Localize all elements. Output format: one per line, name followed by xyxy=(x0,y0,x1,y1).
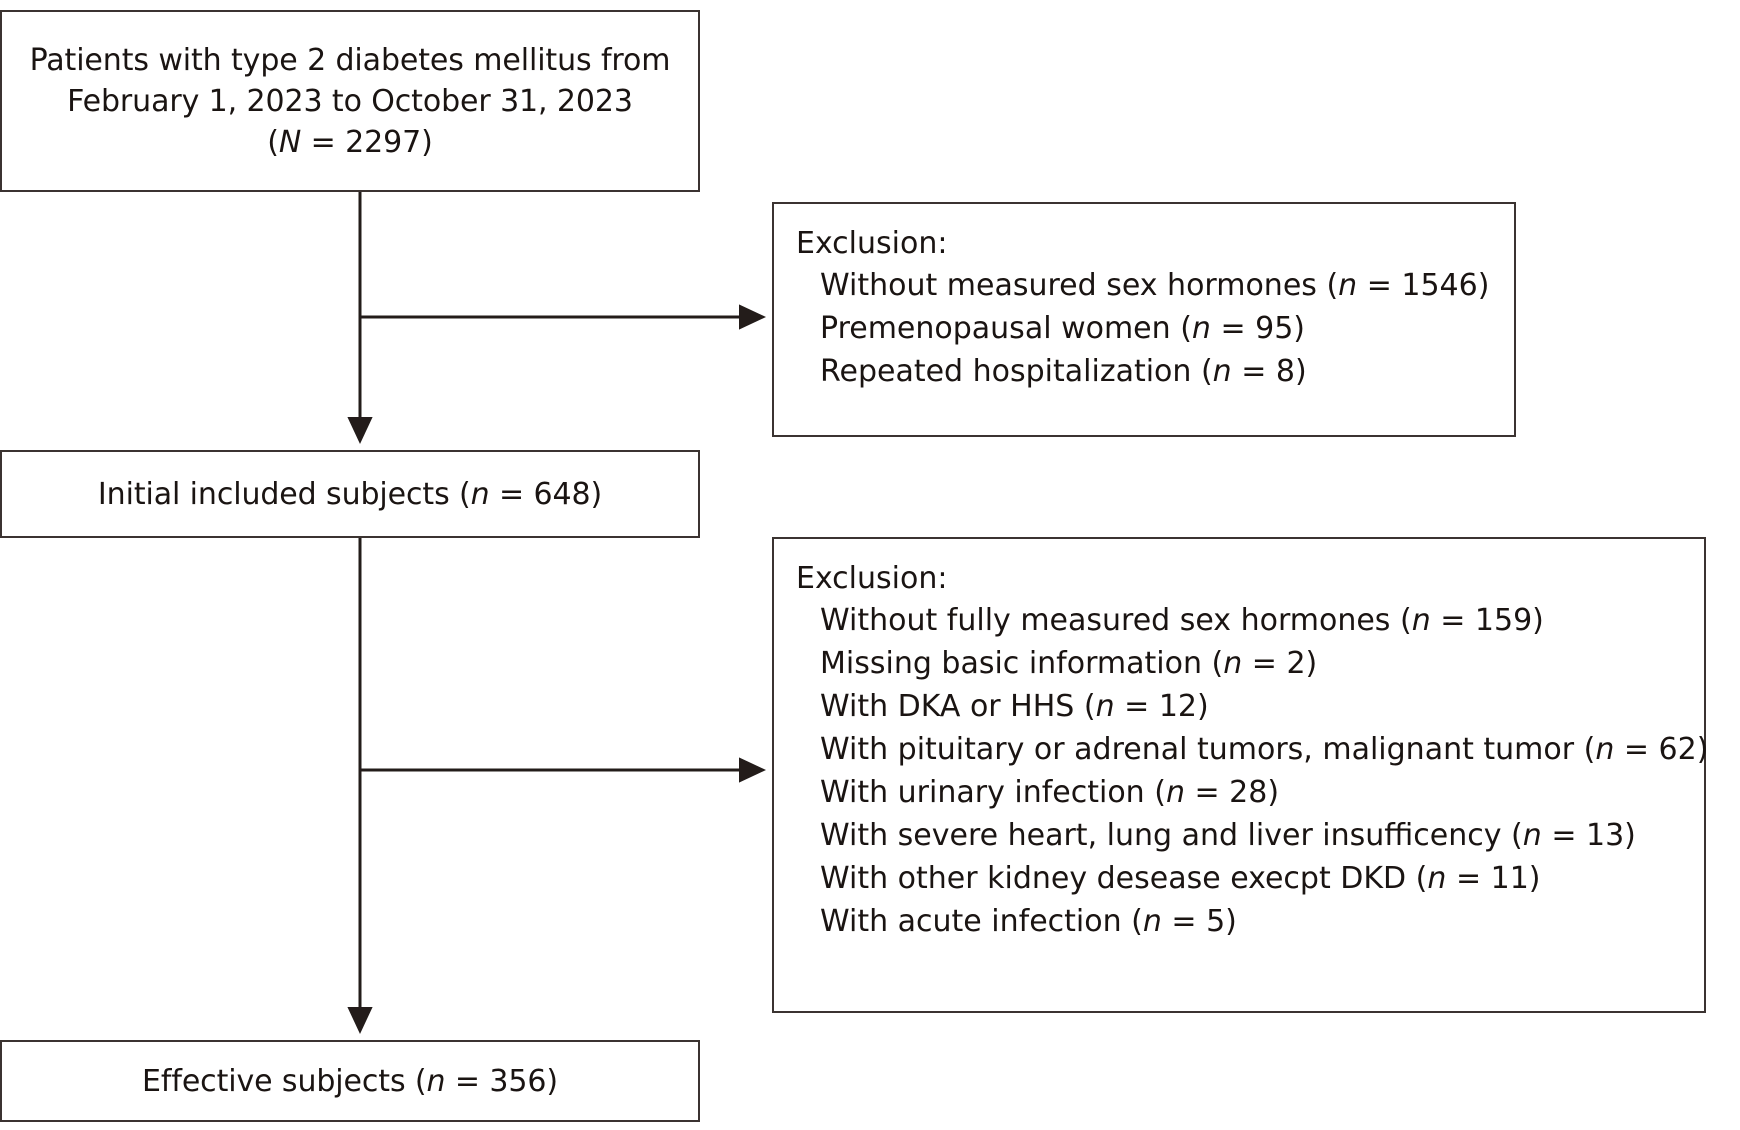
effective-subjects-text: Effective subjects ( xyxy=(142,1063,427,1099)
exclusion-2-item-symbol: n xyxy=(1427,861,1447,896)
source-cohort-line-1: Patients with type 2 diabetes mellitus f… xyxy=(29,42,671,78)
exclusion-2-item-text: With pituitary or adrenal tumors, malign… xyxy=(820,732,1596,767)
exclusion-2-item-value: = 2) xyxy=(1242,646,1318,681)
exclusion-2-item-text: Without fully measured sex hormones ( xyxy=(820,603,1412,638)
source-cohort-count-value: = 2297) xyxy=(301,124,433,160)
exclusion-2-item-value: = 62) xyxy=(1614,732,1709,767)
exclusion-1-item: Repeated hospitalization (n = 8) xyxy=(820,350,1498,393)
exclusion-2-item-symbol: n xyxy=(1142,904,1162,939)
exclusion-1-item-text: Without measured sex hormones ( xyxy=(820,268,1339,303)
exclusion-box-1: Exclusion: Without measured sex hormones… xyxy=(772,202,1516,437)
exclusion-2-item-value: = 12) xyxy=(1114,689,1209,724)
initial-included-value: = 648) xyxy=(489,476,603,512)
source-cohort-line-2: February 1, 2023 to October 31, 2023 xyxy=(67,83,633,119)
effective-subjects-box: Effective subjects (n = 356) xyxy=(0,1040,700,1122)
exclusion-2-item-symbol: n xyxy=(1522,818,1542,853)
exclusion-2-item-text: With acute infection ( xyxy=(820,904,1143,939)
source-cohort-count: (N = 2297) xyxy=(267,122,433,163)
exclusion-2-item: Without fully measured sex hormones (n =… xyxy=(820,599,1688,642)
exclusion-1-item-symbol: n xyxy=(1338,268,1358,303)
source-cohort-box: Patients with type 2 diabetes mellitus f… xyxy=(0,10,700,192)
exclusion-2-item-symbol: n xyxy=(1411,603,1431,638)
exclusion-2-item: With acute infection (n = 5) xyxy=(820,900,1688,943)
exclusion-2-item-value: = 159) xyxy=(1430,603,1544,638)
exclusion-2-heading: Exclusion: xyxy=(796,561,948,596)
effective-subjects-symbol: n xyxy=(426,1063,446,1099)
exclusion-box-2: Exclusion: Without fully measured sex ho… xyxy=(772,537,1708,1013)
initial-included-box: Initial included subjects (n = 648) xyxy=(0,450,700,538)
exclusion-1-item-symbol: n xyxy=(1191,311,1211,346)
exclusion-1-item-symbol: n xyxy=(1212,354,1232,389)
exclusion-2-item: Missing basic information (n = 2) xyxy=(820,642,1688,685)
exclusion-1-item-value: = 95) xyxy=(1210,311,1306,346)
effective-subjects-value: = 356) xyxy=(445,1063,558,1099)
exclusion-2-item-symbol: n xyxy=(1595,732,1615,767)
initial-included-text: Initial included subjects ( xyxy=(97,476,471,512)
exclusion-2-item-text: With DKA or HHS ( xyxy=(820,689,1096,724)
exclusion-2-item-text: Missing basic information ( xyxy=(820,646,1224,681)
exclusion-2-item-text: With other kidney desease execpt DKD ( xyxy=(820,861,1428,896)
exclusion-2-item-value: = 5) xyxy=(1161,904,1237,939)
exclusion-2-item: With other kidney desease execpt DKD (n … xyxy=(820,857,1688,900)
exclusion-2-item: With pituitary or adrenal tumors, malign… xyxy=(820,728,1708,771)
source-cohort-count-open: ( xyxy=(267,124,279,160)
exclusion-2-item-text: With severe heart, lung and liver insuff… xyxy=(820,818,1523,853)
effective-subjects-label: Effective subjects (n = 356) xyxy=(142,1061,558,1102)
exclusion-2-item-symbol: n xyxy=(1223,646,1243,681)
exclusion-1-list: Without measured sex hormones (n = 1546)… xyxy=(796,264,1498,393)
exclusion-2-item-value: = 28) xyxy=(1184,775,1280,810)
exclusion-1-heading: Exclusion: xyxy=(796,226,948,261)
exclusion-2-item-symbol: n xyxy=(1165,775,1185,810)
initial-included-symbol: n xyxy=(470,476,490,512)
exclusion-2-list: Without fully measured sex hormones (n =… xyxy=(796,599,1708,943)
exclusion-1-item-text: Repeated hospitalization ( xyxy=(820,354,1213,389)
exclusion-2-item: With severe heart, lung and liver insuff… xyxy=(820,814,1688,857)
exclusion-2-item-value: = 13) xyxy=(1541,818,1636,853)
initial-included-label: Initial included subjects (n = 648) xyxy=(98,474,602,515)
exclusion-1-item-text: Premenopausal women ( xyxy=(820,311,1192,346)
exclusion-2-item-symbol: n xyxy=(1095,689,1115,724)
exclusion-2-item: With DKA or HHS (n = 12) xyxy=(820,685,1688,728)
exclusion-1-item: Without measured sex hormones (n = 1546) xyxy=(820,264,1498,307)
exclusion-2-item-value: = 11) xyxy=(1446,861,1541,896)
source-cohort-count-symbol: N xyxy=(278,124,302,160)
exclusion-1-item-value: = 8) xyxy=(1231,354,1307,389)
exclusion-1-item: Premenopausal women (n = 95) xyxy=(820,307,1498,350)
exclusion-2-item-text: With urinary infection ( xyxy=(820,775,1166,810)
exclusion-2-item: With urinary infection (n = 28) xyxy=(820,771,1688,814)
exclusion-1-item-value: = 1546) xyxy=(1357,268,1490,303)
